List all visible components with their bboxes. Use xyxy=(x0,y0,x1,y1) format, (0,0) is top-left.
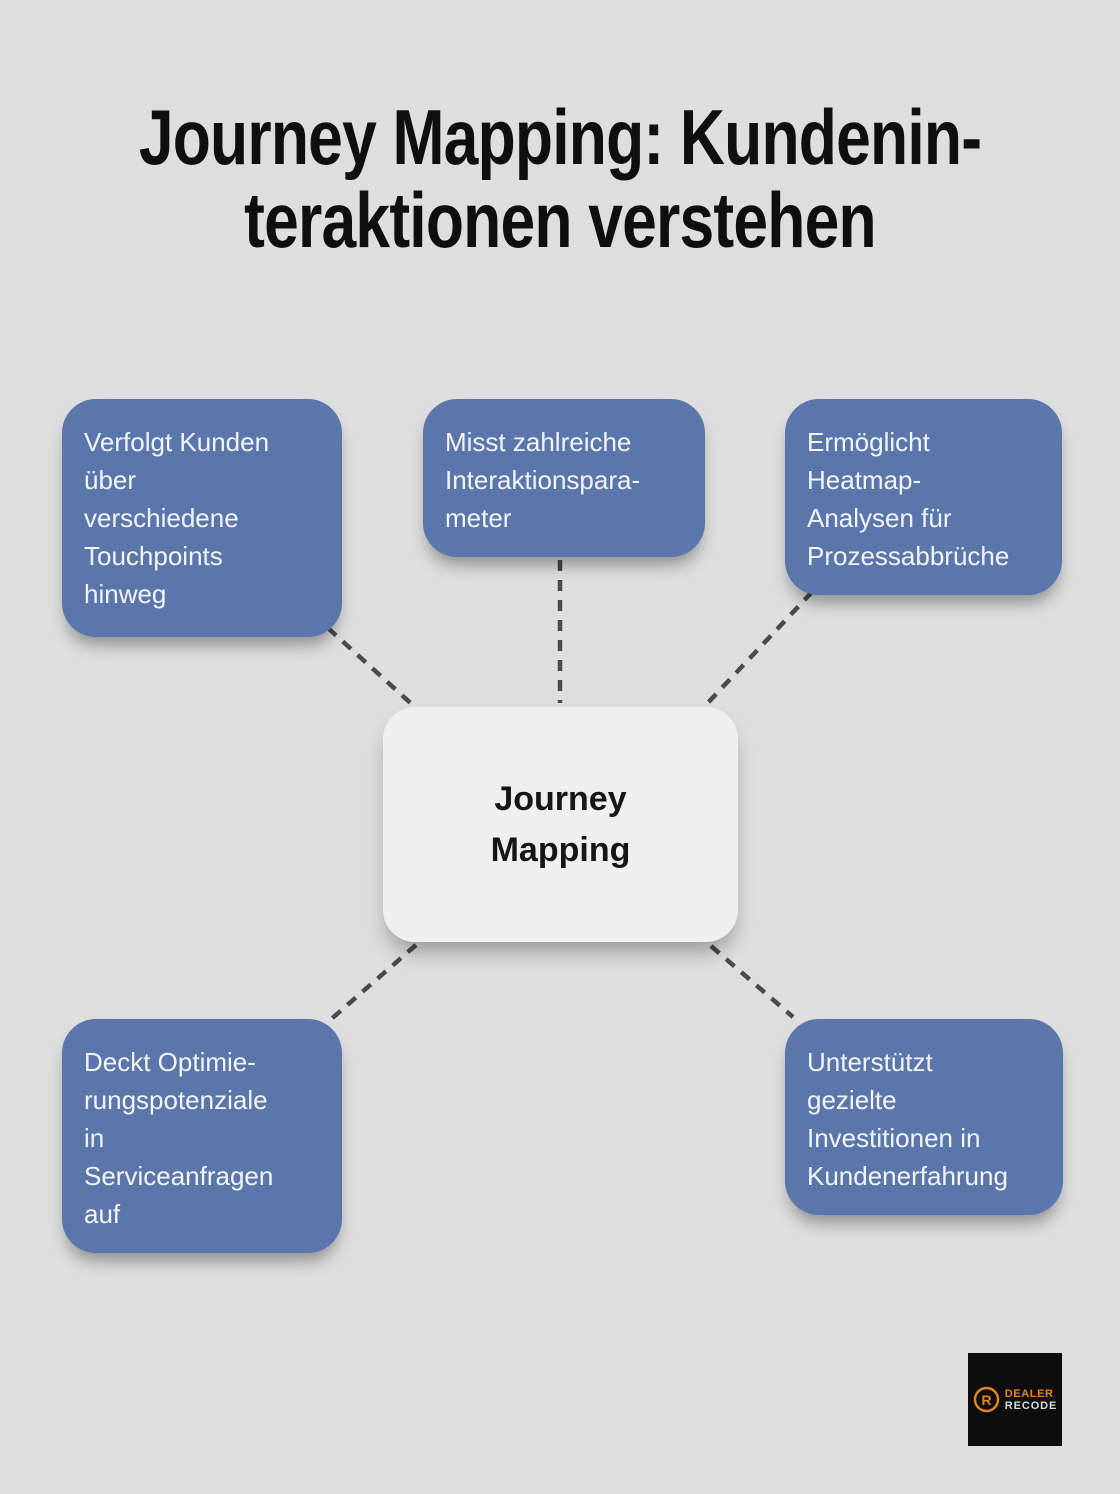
connector-bottom-left xyxy=(327,943,418,1023)
node-bottom-left-text: Deckt Optimie- rungspotenziale in Servic… xyxy=(84,1047,274,1229)
node-bottom-left: Deckt Optimie- rungspotenziale in Servic… xyxy=(62,1019,342,1253)
center-node: Journey Mapping xyxy=(383,707,738,942)
node-top-center-text: Misst zahlreiche Interaktionspara- meter xyxy=(445,427,641,533)
connector-top-left xyxy=(326,626,418,710)
connector-top-right xyxy=(701,590,814,710)
logo-word-recode: RECODE xyxy=(1004,1399,1058,1412)
page-title: Journey Mapping: Kundenin- teraktionen v… xyxy=(138,93,982,264)
dealer-recode-logo: R DEALER RECODE xyxy=(968,1353,1062,1446)
center-node-label: Journey Mapping xyxy=(490,779,631,869)
node-top-right-text: Ermöglicht Heatmap- Analysen für Prozess… xyxy=(807,427,1010,571)
node-bottom-right-text: Unterstützt gezielte Investitionen in Ku… xyxy=(807,1047,1008,1191)
node-bottom-right: Unterstützt gezielte Investitionen in Ku… xyxy=(785,1019,1063,1215)
logo-icon-letter: R xyxy=(981,1392,991,1408)
dealer-recode-logo-icon: R xyxy=(973,1386,999,1413)
node-top-center: Misst zahlreiche Interaktionspara- meter xyxy=(423,399,705,557)
connector-bottom-right xyxy=(709,944,795,1019)
node-top-left: Verfolgt Kunden über verschiedene Touchp… xyxy=(62,399,342,637)
node-top-left-text: Verfolgt Kunden über verschiedene Touchp… xyxy=(84,427,270,609)
logo-word-dealer: DEALER xyxy=(1004,1387,1054,1400)
node-top-right: Ermöglicht Heatmap- Analysen für Prozess… xyxy=(785,399,1062,595)
logo-wordmark: DEALER RECODE xyxy=(1005,1388,1057,1412)
